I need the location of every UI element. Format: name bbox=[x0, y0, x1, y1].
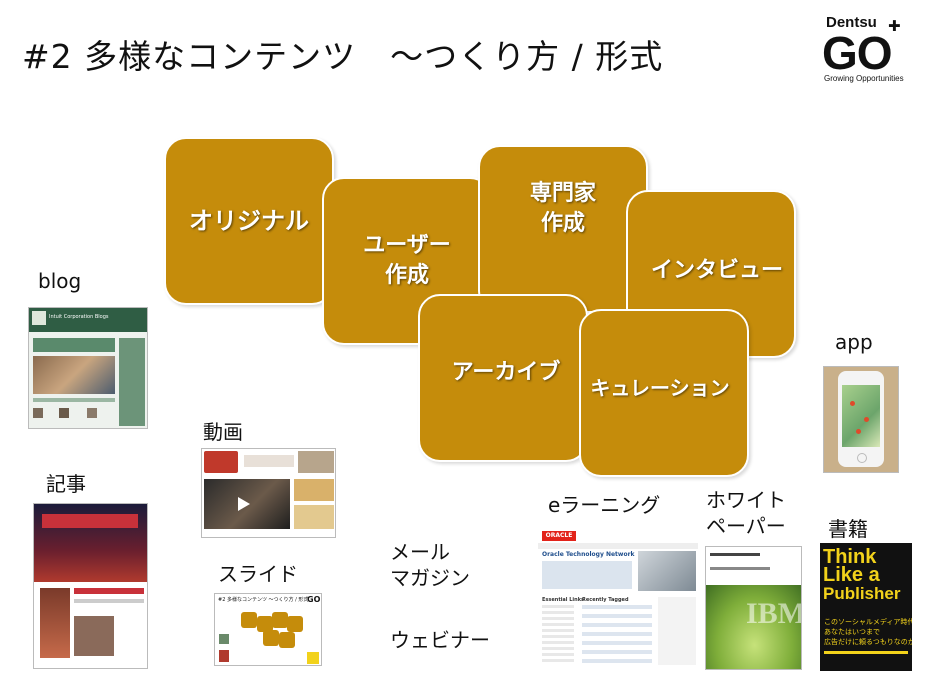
oracle-sidebar bbox=[658, 597, 696, 665]
box-curation-label: キュレーション bbox=[590, 376, 730, 400]
logo-brand: Dentsu bbox=[826, 14, 877, 31]
label-blog: blog bbox=[38, 269, 82, 293]
label-article: 記事 bbox=[46, 472, 86, 496]
blog-avatar bbox=[87, 408, 97, 418]
map-pin-icon bbox=[850, 401, 855, 406]
play-icon bbox=[238, 497, 250, 511]
slide-box bbox=[241, 612, 257, 628]
app-photo bbox=[823, 366, 899, 473]
article-portrait bbox=[74, 616, 114, 656]
page-title: #2 多様なコンテンツ ～つくり方 / 形式 bbox=[22, 37, 664, 76]
slide-logo: GO bbox=[307, 595, 321, 604]
book-jp-copy: このソーシャルメディア時代、あなたはいつまで広告だけに頼るつもりなのか。 bbox=[824, 618, 912, 646]
slide-mini-thumb bbox=[307, 652, 319, 664]
box-original-label: オリジナル bbox=[189, 207, 309, 235]
wp-subheading bbox=[710, 567, 770, 570]
blog-sidebar bbox=[119, 338, 145, 426]
elearning-screenshot: ORACLE Oracle Technology Network Essenti… bbox=[538, 529, 700, 669]
label-book: 書籍 bbox=[828, 517, 868, 541]
label-elearning: eラーニング bbox=[548, 493, 661, 517]
wp-heading bbox=[710, 553, 760, 556]
map-pin-icon bbox=[856, 429, 861, 434]
article-line bbox=[74, 599, 144, 603]
box-expert-label: 専門家作成 bbox=[529, 181, 596, 236]
logo-go: GO bbox=[822, 27, 893, 79]
logo-tagline: Growing Opportunities bbox=[824, 74, 904, 83]
blog-header-text: Intuit Corporation Blogs bbox=[49, 314, 109, 320]
video-banner bbox=[244, 455, 294, 467]
oracle-link-list bbox=[542, 605, 574, 665]
blog-line bbox=[33, 398, 115, 402]
slide-mini-thumb bbox=[219, 650, 229, 662]
slide-screenshot: #2 多様なコンテンツ ～つくり方 / 形式 GO bbox=[214, 593, 322, 666]
book-rule bbox=[824, 651, 908, 654]
oracle-article-list bbox=[582, 605, 652, 665]
oracle-hero-text bbox=[542, 561, 632, 589]
blog-banner bbox=[33, 338, 115, 352]
article-screenshot bbox=[33, 503, 148, 669]
logo-plus-icon: ✚ bbox=[888, 17, 901, 35]
label-webinar: ウェビナー bbox=[390, 628, 490, 652]
slide-box bbox=[263, 630, 279, 646]
box-expert-created: 専門家作成 bbox=[478, 145, 648, 313]
box-archive: アーカイブ bbox=[418, 294, 588, 462]
box-interview-label: インタビュー bbox=[650, 258, 783, 283]
video-header-photo bbox=[298, 451, 334, 473]
whitepaper-screenshot: IBM bbox=[705, 546, 802, 670]
label-slide: スライド bbox=[218, 562, 298, 586]
article-photo bbox=[40, 588, 70, 658]
blog-avatar bbox=[33, 408, 43, 418]
oracle-section-title: Recently Tagged bbox=[582, 597, 629, 603]
label-mail-magazine: メールマガジン bbox=[390, 540, 470, 590]
blog-logo-icon bbox=[32, 311, 46, 325]
box-archive-label: アーカイブ bbox=[451, 360, 561, 385]
phone-screen bbox=[842, 385, 880, 447]
oracle-title: Oracle Technology Network bbox=[542, 551, 635, 558]
oracle-logo: ORACLE bbox=[542, 531, 576, 541]
label-app: app bbox=[835, 330, 873, 354]
oracle-section-title: Essential Links bbox=[542, 597, 585, 603]
dentsu-go-logo: Dentsu ✚ GO Growing Opportunities bbox=[822, 14, 904, 84]
slide-box bbox=[279, 632, 295, 648]
video-side-thumb bbox=[294, 479, 334, 501]
home-button-icon bbox=[857, 453, 867, 463]
label-white-paper: ホワイトペーパー bbox=[706, 488, 786, 538]
ibm-logo: IBM bbox=[746, 597, 802, 630]
blog-avatar bbox=[59, 408, 69, 418]
label-video: 動画 bbox=[203, 420, 243, 444]
article-header-bar bbox=[42, 514, 138, 528]
slide-box bbox=[257, 616, 273, 632]
slide-mini-thumb bbox=[219, 634, 229, 644]
video-side-thumb bbox=[294, 505, 334, 529]
video-logo bbox=[204, 451, 238, 473]
box-original: オリジナル bbox=[164, 137, 334, 305]
blog-photo bbox=[33, 356, 115, 394]
oracle-hero-photo bbox=[638, 551, 696, 591]
blog-screenshot: Intuit Corporation Blogs bbox=[28, 307, 148, 429]
box-user-label: ユーザー作成 bbox=[363, 233, 451, 288]
video-screenshot bbox=[201, 448, 336, 538]
slide-box bbox=[287, 616, 303, 632]
wp-leaf-image bbox=[706, 585, 801, 669]
slide-box bbox=[272, 612, 288, 628]
oracle-nav bbox=[538, 543, 698, 549]
slide-title: #2 多様なコンテンツ ～つくり方 / 形式 bbox=[218, 597, 309, 603]
map-pin-icon bbox=[864, 417, 869, 422]
blog-header-bar bbox=[29, 308, 147, 332]
article-line bbox=[74, 588, 144, 594]
box-curation: キュレーション bbox=[579, 309, 749, 477]
